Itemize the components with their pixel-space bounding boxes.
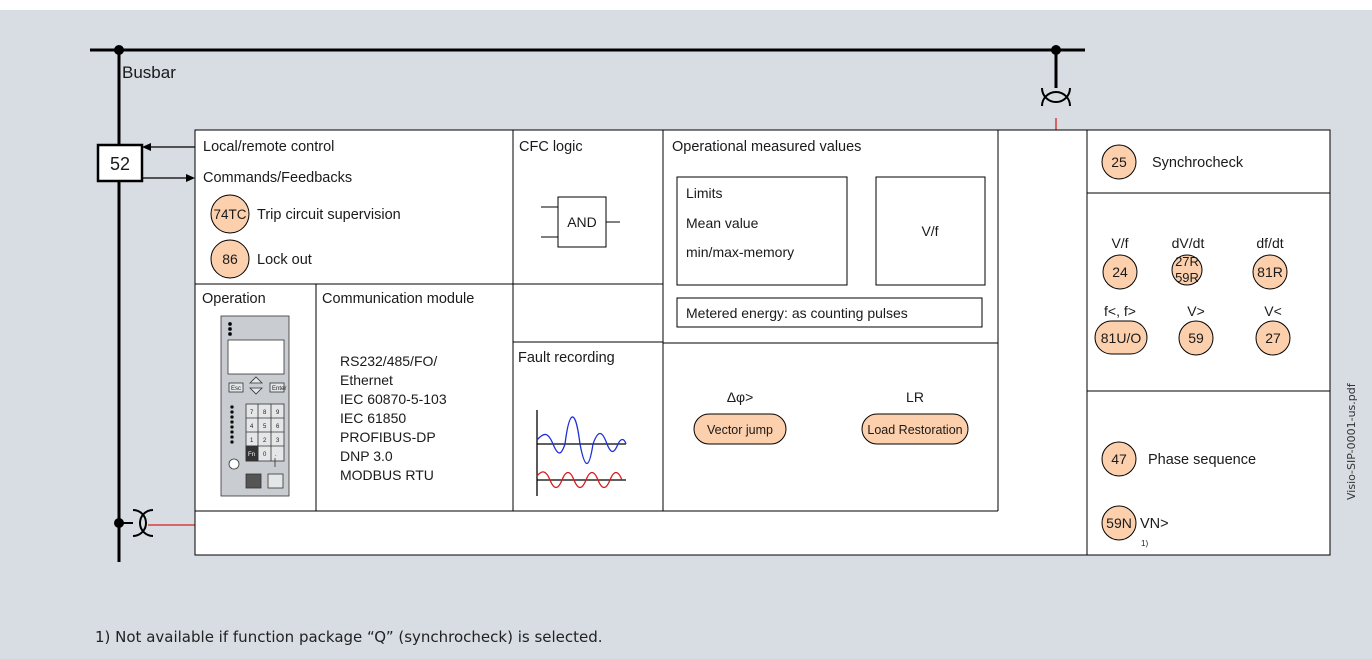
mean-value-label: Mean value — [686, 215, 759, 231]
commands-feedbacks-label: Commands/Feedbacks — [203, 170, 352, 186]
load-restoration-pill — [861, 413, 969, 445]
function-27r-59r — [1171, 254, 1203, 286]
comm-protocol-line: DNP 3.0 — [340, 448, 393, 464]
vector-jump-symbol: Δφ> — [727, 389, 754, 405]
svg-text:0: 0 — [263, 452, 267, 458]
and-gate — [541, 196, 620, 248]
vf-box — [875, 176, 986, 286]
function-86 — [210, 239, 250, 279]
footnote-text: 1) Not available if function package “Q”… — [95, 628, 603, 646]
function-27 — [1255, 320, 1291, 356]
comm-protocol-line: PROFIBUS-DP — [340, 429, 436, 445]
metered-energy-label: Metered energy: as counting pulses — [686, 305, 908, 321]
function-25-label: 25 — [1111, 154, 1127, 170]
function-81r — [1252, 254, 1288, 290]
svg-text:9: 9 — [276, 410, 280, 416]
trip-circuit-supervision-label: Trip circuit supervision — [257, 207, 401, 223]
file-reference-label: Visio-SIP-0001-us.pdf — [1345, 382, 1358, 500]
vector-jump-label: Vector jump — [707, 423, 773, 437]
breaker-52-box — [96, 143, 144, 183]
function-59n — [1101, 505, 1137, 541]
comm-protocol-line: Ethernet — [340, 372, 393, 388]
device-front-panel-icon — [220, 315, 290, 497]
svg-text:Esc: Esc — [231, 386, 241, 392]
dfdt-header: df/dt — [1256, 235, 1283, 251]
svg-text:2: 2 — [263, 438, 267, 444]
busbar-lines — [90, 48, 1085, 562]
comm-protocol-line: RS232/485/FO/ — [340, 353, 437, 369]
communication-module-title: Communication module — [322, 291, 474, 307]
minmax-memory-label: min/max-memory — [686, 244, 794, 260]
svg-text:5: 5 — [263, 424, 267, 430]
limits-box — [676, 176, 848, 286]
f-header: f<, f> — [1104, 303, 1136, 319]
v-gt-header: V> — [1187, 303, 1205, 319]
function-47 — [1101, 441, 1137, 477]
load-restoration-label: Load Restoration — [867, 423, 962, 437]
svg-text:Enter: Enter — [272, 386, 286, 392]
function-74tc-label: 74TC — [213, 207, 246, 222]
busbar-label: Busbar — [122, 63, 176, 82]
v-lt-header: V< — [1264, 303, 1282, 319]
and-gate-label: AND — [567, 214, 597, 230]
function-81r-label: 81R — [1257, 264, 1283, 280]
operational-values-title: Operational measured values — [672, 139, 861, 155]
vf-header: V/f — [1111, 235, 1128, 251]
cfc-logic-title: CFC logic — [519, 139, 583, 155]
svg-text:4: 4 — [250, 424, 254, 430]
dvdt-header: dV/dt — [1172, 235, 1205, 251]
svg-text:.: . — [275, 452, 277, 458]
lock-out-label: Lock out — [257, 252, 312, 268]
device-grid-lines — [195, 130, 1330, 512]
vf-box-label: V/f — [921, 223, 938, 239]
function-86-label: 86 — [222, 251, 238, 267]
function-59r-label: 59R — [1175, 270, 1199, 285]
function-25 — [1101, 144, 1137, 180]
footnote-marker: 1) — [1141, 539, 1148, 548]
function-74tc — [210, 194, 250, 234]
function-81uo — [1094, 320, 1148, 355]
fault-waveform-icon — [536, 410, 627, 496]
load-restoration-symbol: LR — [906, 389, 924, 405]
svg-text:3: 3 — [276, 438, 280, 444]
function-81uo-label: 81U/O — [1101, 330, 1142, 346]
svg-text:1: 1 — [250, 438, 254, 444]
comm-protocol-line: IEC 61850 — [340, 410, 406, 426]
function-24 — [1102, 254, 1138, 290]
local-remote-control-title: Local/remote control — [203, 139, 334, 155]
function-59 — [1178, 320, 1214, 356]
vt-bottom-icon — [119, 509, 154, 537]
function-59n-label: 59N — [1106, 515, 1132, 531]
svg-text:7: 7 — [250, 410, 254, 416]
fault-recording-title: Fault recording — [518, 350, 615, 366]
breaker-52-label: 52 — [110, 154, 130, 174]
function-24-label: 24 — [1112, 264, 1128, 280]
function-59-label: 59 — [1188, 330, 1204, 346]
svg-text:6: 6 — [276, 424, 280, 430]
operation-title: Operation — [202, 291, 266, 307]
metered-energy-box — [676, 297, 983, 328]
function-47-label: 47 — [1111, 451, 1127, 467]
vt-top-icon — [1041, 87, 1071, 107]
front-panel-key-labels: Esc Enter 7 8 9 4 5 6 1 2 3 Fn 0. — [231, 386, 286, 458]
function-27-label: 27 — [1265, 330, 1281, 346]
synchrocheck-label: Synchrocheck — [1152, 155, 1244, 171]
svg-text:Fn: Fn — [248, 452, 255, 458]
comm-protocol-line: IEC 60870-5-103 — [340, 391, 447, 407]
vn-label: VN> — [1140, 516, 1169, 532]
vector-jump-pill — [693, 413, 787, 445]
phase-sequence-label: Phase sequence — [1148, 452, 1256, 468]
comm-protocol-line: MODBUS RTU — [340, 467, 434, 483]
function-27r-label: 27R — [1175, 254, 1199, 269]
svg-text:8: 8 — [263, 410, 267, 416]
busbar-dots — [114, 45, 1061, 528]
control-arrows — [142, 143, 196, 182]
limits-label: Limits — [686, 185, 723, 201]
